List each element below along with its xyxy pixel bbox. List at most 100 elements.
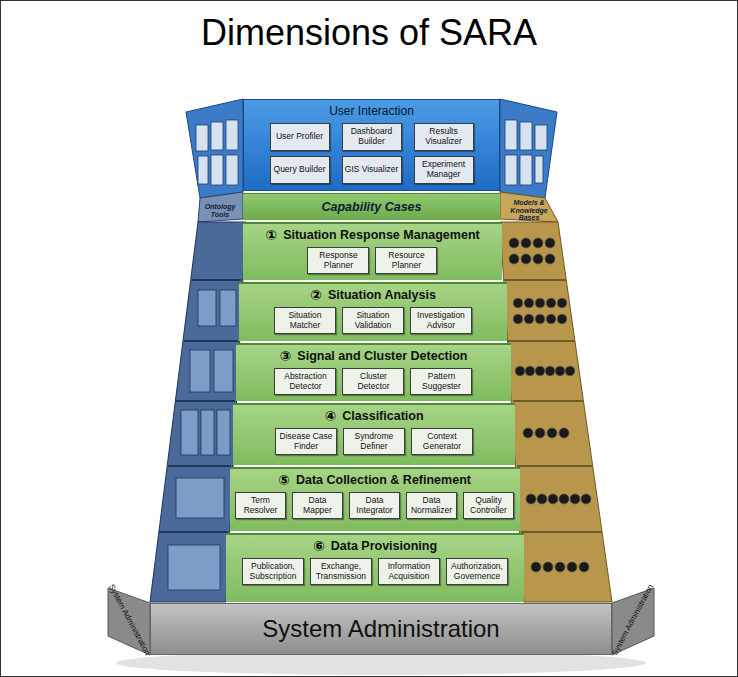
dot [570, 494, 580, 504]
right-band [500, 192, 558, 222]
side-label: Models & Knowledge Bases [501, 199, 557, 222]
layer-heading: User Interaction [248, 104, 495, 118]
dot [513, 298, 523, 308]
component-name: Pattern Suggester [413, 372, 469, 391]
component-box: Exchange, Transmission [310, 558, 372, 585]
dot [524, 314, 534, 324]
separator [517, 465, 592, 467]
side-box [211, 155, 223, 185]
band-title: Capability Cases [321, 200, 421, 214]
side-label: Ontology Tools [197, 203, 243, 218]
dot [535, 428, 545, 438]
dot [567, 562, 577, 572]
component-box: Context Generator [411, 428, 473, 455]
capability-layer: ② Situation AnalysisSituation Matcher Situ… [239, 282, 506, 341]
side-box [198, 156, 208, 184]
side-box [220, 290, 236, 326]
side-box [226, 155, 238, 185]
layer-heading: ③Signal and Cluster Detection [239, 348, 508, 364]
separator [168, 465, 231, 467]
component-name: Data Normalizer [409, 496, 454, 515]
side-box [201, 410, 214, 455]
side-box [181, 410, 198, 455]
base-title: System Administration [262, 615, 499, 643]
layer-title: Data Collection & Refinement [296, 473, 471, 487]
component-box: Query Builder [270, 156, 330, 184]
component-box: Information Acquisition [378, 558, 440, 585]
side-box [176, 478, 224, 518]
interaction-band: User InteractionUser Profiler Dashboard B… [243, 99, 500, 191]
top-left-face [186, 99, 243, 198]
dot [533, 254, 543, 264]
component-box: Data Mapper [292, 492, 343, 519]
component-box: Situation Matcher [274, 307, 336, 334]
component-box: Data Normalizer [406, 492, 457, 519]
layer-heading: ①Situation Response Management [246, 227, 500, 243]
capability-band: Capability Cases [243, 193, 500, 220]
component-name: Data Mapper [295, 496, 340, 515]
component-box: Quality Controller [463, 492, 514, 519]
layer-title: Situation Analysis [328, 288, 436, 302]
component-box: GIS Visualizer [342, 156, 402, 184]
side-box [535, 156, 543, 183]
dot [545, 366, 555, 376]
dot [515, 366, 525, 376]
capability-layer: ④ClassificationDisease Case FinderSyndro… [233, 403, 515, 465]
dot [535, 298, 545, 308]
dot [555, 562, 565, 572]
side-box [196, 125, 208, 151]
component-box: Disease Case Finder [275, 428, 337, 455]
component-name: Publication, Subscription [245, 562, 301, 581]
dot [535, 314, 545, 324]
dot [579, 562, 589, 572]
component-box: Results Visualizer [414, 123, 474, 151]
layer-title: Data Provisioning [331, 539, 437, 553]
component-name: Syndrome Definer [346, 432, 402, 451]
dot [546, 314, 556, 324]
layer-title: User Interaction [329, 104, 414, 118]
side-box [505, 120, 517, 150]
side-box [535, 125, 547, 150]
component-box: Abstraction Detector [274, 368, 336, 395]
separator [521, 531, 602, 533]
component-box: Pattern Suggester [410, 368, 472, 395]
component-box: Authorization, Governence [446, 558, 508, 585]
dot [533, 238, 543, 248]
dot [581, 494, 591, 504]
component-name: Query Builder [274, 165, 326, 175]
component-box: Experiment Manager [414, 156, 474, 184]
layer-heading: ⑤Data Collection & Refinement [233, 472, 517, 488]
component-box: User Profiler [270, 123, 330, 151]
separator [192, 279, 241, 281]
callout-number: ② [310, 287, 322, 303]
component-box: Syndrome Definer [343, 428, 405, 455]
component-name: Abstraction Detector [277, 372, 333, 391]
component-name: Data Integrator [352, 496, 397, 515]
dot [545, 238, 555, 248]
side-box [198, 290, 216, 326]
separator [504, 279, 566, 281]
separator [159, 531, 228, 533]
dot [524, 298, 534, 308]
component-box: Response Planner [307, 247, 369, 274]
component-box: Resource Planner [375, 247, 437, 274]
dot [545, 254, 555, 264]
side-box [226, 120, 238, 150]
dot [521, 254, 531, 264]
dot [548, 494, 558, 504]
callout-number: ⑥ [313, 538, 325, 554]
component-box: Investigation Advisor [410, 307, 472, 334]
dot [559, 494, 569, 504]
side-box [190, 350, 210, 392]
component-name: Information Acquisition [381, 562, 437, 581]
component-name: Dashboard Builder [345, 127, 399, 146]
layer-heading: ② Situation Analysis [242, 287, 503, 303]
component-name: Context Generator [414, 432, 470, 451]
component-name: Cluster Detector [345, 372, 401, 391]
component-name: Experiment Manager [417, 160, 471, 179]
side-box [217, 410, 230, 455]
side-tool-boxes [196, 120, 238, 185]
layer-title: Signal and Cluster Detection [297, 349, 467, 363]
